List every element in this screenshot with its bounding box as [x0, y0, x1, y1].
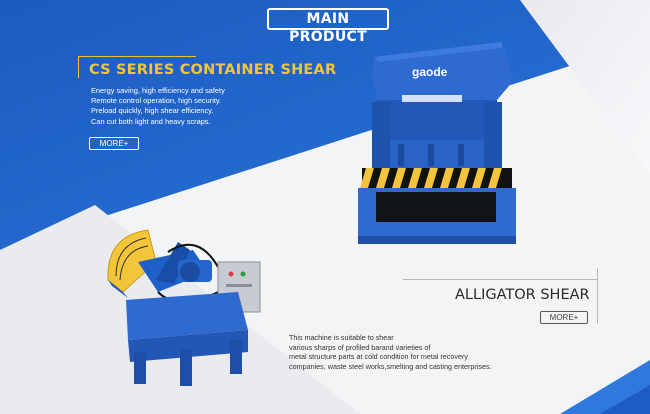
alligator-shear-image[interactable] [98, 222, 268, 392]
description-line: Can cut both light and heavy scraps. [91, 116, 211, 126]
description-line: Energy saving, high efficiency and safet… [91, 86, 225, 95]
product-description-alligator-shear: This machine is suitable to shear variou… [289, 333, 492, 371]
description-line: This machine is suitable to shear [289, 333, 394, 342]
more-button-alligator-shear[interactable]: MORE+ [540, 311, 588, 324]
description-line: various sharps of profiled barand variet… [289, 342, 431, 352]
container-shear-image[interactable]: gaode [352, 40, 522, 250]
section-title: MAIN PRODUCT [267, 8, 389, 45]
title-decoration-line [403, 279, 597, 280]
title-decoration-line [597, 268, 598, 324]
product-description-container-shear: Energy saving, high efficiency and safet… [91, 86, 225, 127]
title-decoration-line [78, 56, 79, 78]
description-line: metal structure parts at cold condition … [289, 352, 468, 362]
product-title-container-shear[interactable]: CS SERIES CONTAINER SHEAR [89, 62, 337, 78]
description-line: companies, waste steel works,smelting an… [289, 361, 492, 371]
product-title-alligator-shear[interactable]: ALLIGATOR SHEAR [455, 287, 590, 303]
more-button-container-shear[interactable]: MORE+ [89, 137, 139, 150]
machine-logo: gaode [412, 65, 448, 79]
description-line: Remote control operation, high security. [91, 96, 222, 106]
title-decoration-line [78, 56, 196, 57]
description-line: Preload quickly, high shear efficiency. [91, 106, 214, 116]
